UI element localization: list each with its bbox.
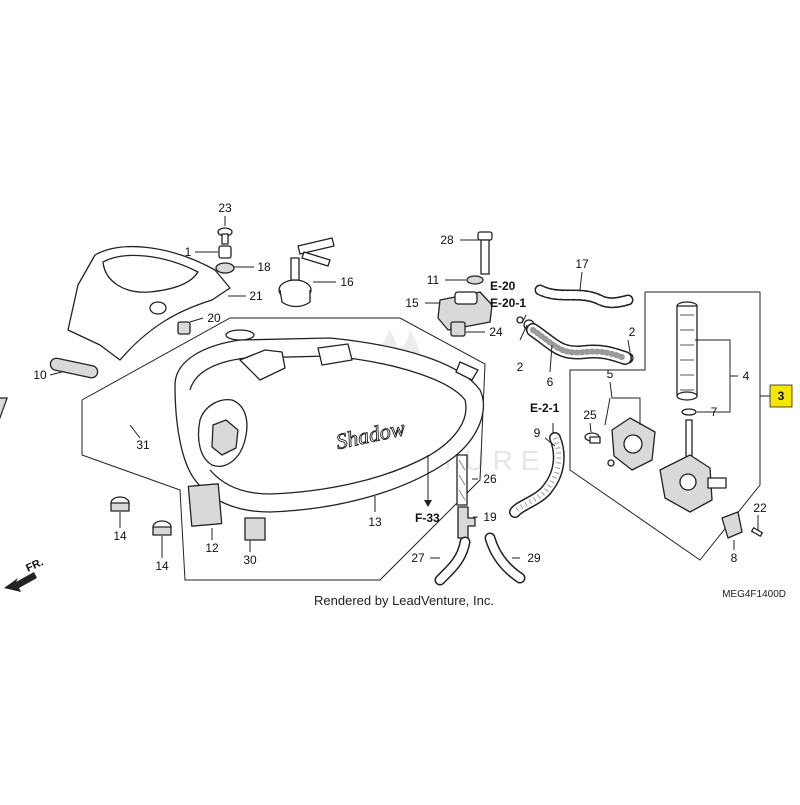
callout-17: 17: [575, 257, 589, 271]
callout-2-b: 2: [629, 325, 636, 339]
callout-7: 7: [711, 405, 718, 419]
bolt-23: [217, 227, 233, 245]
callout-19: 19: [483, 510, 497, 524]
fuel-cock-assembly: [659, 419, 727, 513]
bolt-28: [477, 231, 493, 275]
callout-22: 22: [753, 501, 767, 515]
callout-28: 28: [440, 233, 454, 247]
bracket-15: [437, 291, 493, 331]
o-ring-7: [681, 408, 697, 416]
ref-e-20: E-20: [490, 279, 516, 293]
drain-hose-27: [436, 538, 469, 584]
callout-5: 5: [607, 367, 614, 381]
callout-13: 13: [368, 515, 382, 529]
fuel-valve-5: [607, 417, 656, 471]
reference-labels: E-20 E-20-1 E-2-1 F-33: [415, 279, 560, 525]
bushing-24: [450, 321, 466, 337]
cushion-14-a: [110, 496, 130, 512]
front-arrow-icon: [4, 572, 37, 592]
ref-e-2-1: E-2-1: [530, 401, 560, 415]
callout-18: 18: [257, 260, 271, 274]
rear-cover-21: [67, 246, 231, 361]
callout-3: 3: [778, 389, 785, 403]
drain-hose-29: [486, 534, 524, 582]
fuel-filter-4: [676, 301, 698, 401]
callout-8: 8: [731, 551, 738, 565]
callout-27: 27: [411, 551, 425, 565]
callout-9: 9: [534, 426, 541, 440]
callout-4: 4: [743, 369, 750, 383]
ref-f-33: F-33: [415, 511, 440, 525]
collar-1: [218, 245, 232, 259]
joint-19: [457, 506, 476, 539]
grommet-18: [215, 262, 235, 274]
cushion-20: [177, 321, 191, 335]
callout-15: 15: [405, 296, 419, 310]
callout-24: 24: [489, 325, 503, 339]
credit-text: Rendered by LeadVenture, Inc.: [314, 593, 494, 608]
screw-22: [751, 527, 763, 537]
callout-10: 10: [33, 368, 47, 382]
callout-12: 12: [205, 541, 219, 555]
callout-labels: 23 1 18 21 20 10 16 28 11 15 24 2 6 17 2…: [33, 201, 767, 573]
ref-e-20-1: E-20-1: [490, 296, 526, 310]
rubber-strip-10: [49, 357, 99, 379]
tank-assembly-outline: [81, 317, 486, 581]
highlighted-callout-3[interactable]: 3: [769, 384, 793, 408]
callout-29: 29: [527, 551, 541, 565]
callout-31: 31: [136, 438, 150, 452]
callout-30: 30: [243, 553, 257, 567]
fuel-cap-16: [278, 237, 335, 308]
emblem-12: [187, 483, 223, 527]
front-label: FR.: [24, 556, 45, 574]
callout-20: 20: [207, 311, 221, 325]
callout-16: 16: [340, 275, 354, 289]
mark-30: [244, 517, 266, 541]
callout-11: 11: [427, 273, 440, 287]
washer-11: [466, 275, 484, 285]
callout-14-b: 14: [155, 559, 169, 573]
diagram-code: MEG4F1400D: [722, 589, 786, 600]
fuel-tank-13: Shadow: [174, 329, 485, 513]
fuel-hose-9: [510, 433, 564, 517]
callout-3-highlight: [769, 384, 793, 408]
callout-26: 26: [483, 472, 497, 486]
front-direction-indicator: FR.: [4, 556, 45, 592]
cushion-14-b: [152, 520, 172, 536]
callout-25: 25: [583, 408, 597, 422]
lever-8: [721, 511, 743, 539]
callout-6: 6: [547, 375, 554, 389]
callout-2-a: 2: [517, 360, 524, 374]
valve-assembly-outline: [569, 291, 761, 561]
screw-25: [584, 432, 601, 444]
leader-lines: [49, 216, 770, 559]
callout-21: 21: [249, 289, 263, 303]
callout-14-a: 14: [113, 529, 127, 543]
emblem-31: [0, 397, 8, 429]
callout-23: 23: [218, 201, 232, 215]
callout-1: 1: [185, 245, 192, 259]
